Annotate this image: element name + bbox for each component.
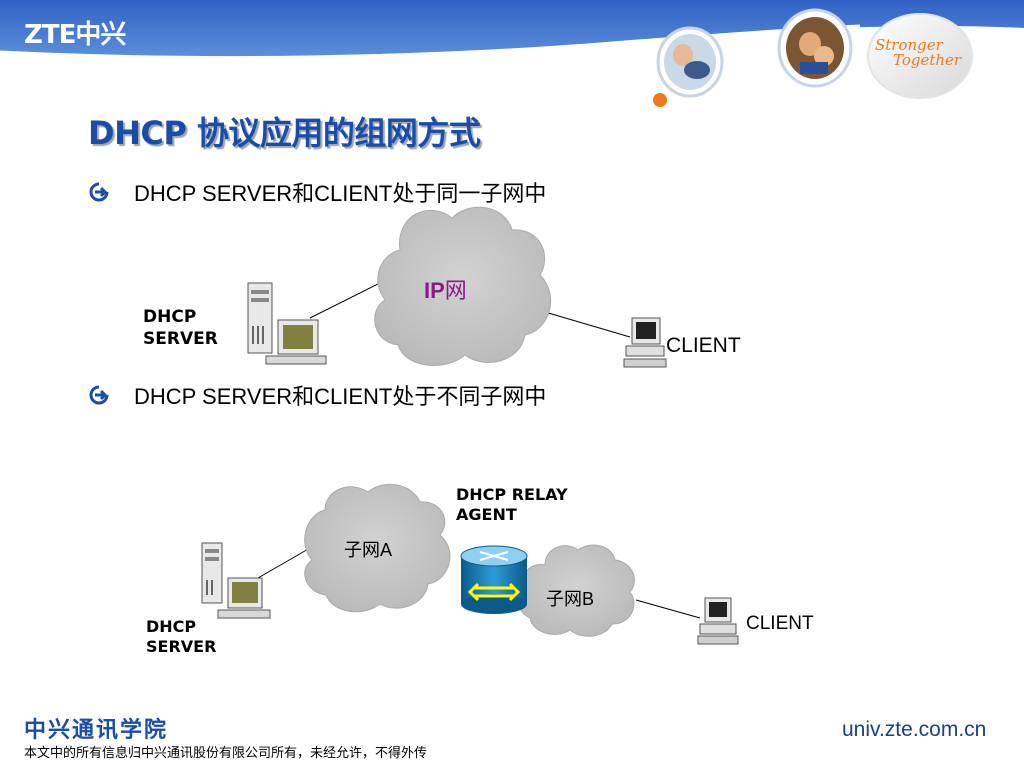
link-server-cloud	[309, 281, 383, 319]
website-link[interactable]: univ.zte.com.cn	[842, 718, 987, 741]
arrow-circle-icon	[89, 385, 109, 405]
subnet-a-cloud-icon	[304, 483, 451, 613]
link-cloud-b-client	[635, 599, 701, 619]
client-computer-icon	[623, 317, 667, 368]
copyright-notice: 本文中的所有信息归中兴通讯股份有限公司所有，未经允许，不得外传	[24, 746, 428, 761]
relay-label-line1: DHCP RELAY	[456, 485, 568, 504]
server-label-line2: SERVER	[146, 637, 216, 656]
ip-cloud-label: IP网	[424, 278, 467, 304]
orange-dot-icon	[653, 93, 667, 107]
dhcp-relay-router-icon	[460, 545, 528, 614]
zte-logo: ZTE中兴	[24, 20, 126, 50]
slogan-badge-icon	[867, 13, 973, 99]
bullet-different-subnet: DHCP SERVER和CLIENT处于不同子网中	[88, 380, 546, 410]
server-label-line1: DHCP	[146, 617, 196, 636]
dhcp-server-icon	[201, 542, 271, 619]
ip-cloud-label-prefix: IP	[424, 278, 445, 303]
client-label: CLIENT	[666, 334, 741, 357]
bullet-text: DHCP SERVER和CLIENT处于不同子网中	[134, 384, 547, 409]
bullet-text: DHCP SERVER和CLIENT处于同一子网中	[134, 181, 547, 206]
header-banner	[0, 0, 1024, 107]
client-label: CLIENT	[746, 613, 814, 634]
photo-circle-left-icon	[656, 26, 724, 98]
arrow-circle-icon	[89, 182, 109, 202]
server-label-line2: SERVER	[143, 329, 218, 349]
link-cloud-client	[544, 311, 631, 338]
slogan-text: Stronger Together	[875, 38, 975, 68]
dhcp-server-icon	[247, 282, 327, 365]
link-server-cloud-a	[257, 547, 311, 579]
relay-label-line2: AGENT	[456, 505, 517, 524]
ip-cloud-icon	[374, 206, 552, 366]
diagram-different-subnet: 子网A 子网B DHCP RELAY AGENT DHCP SERVER	[146, 483, 814, 656]
ip-cloud-label-suffix: 网	[445, 279, 467, 304]
photo-circle-right-icon	[777, 8, 853, 88]
server-label-line1: DHCP	[143, 307, 196, 327]
slide-title: DHCP 协议应用的组网方式	[88, 114, 481, 152]
subnet-b-label: 子网B	[546, 589, 594, 609]
subnet-a-label: 子网A	[344, 540, 392, 560]
slogan-line1: Stronger	[875, 36, 943, 54]
diagram-same-subnet: IP网 DHCP SERVER CLIENT	[143, 206, 741, 368]
bullet-same-subnet: DHCP SERVER和CLIENT处于同一子网中	[88, 177, 546, 207]
slogan-line2: Together	[893, 51, 962, 69]
client-computer-icon	[697, 597, 739, 645]
school-name: 中兴通讯学院	[24, 717, 169, 743]
